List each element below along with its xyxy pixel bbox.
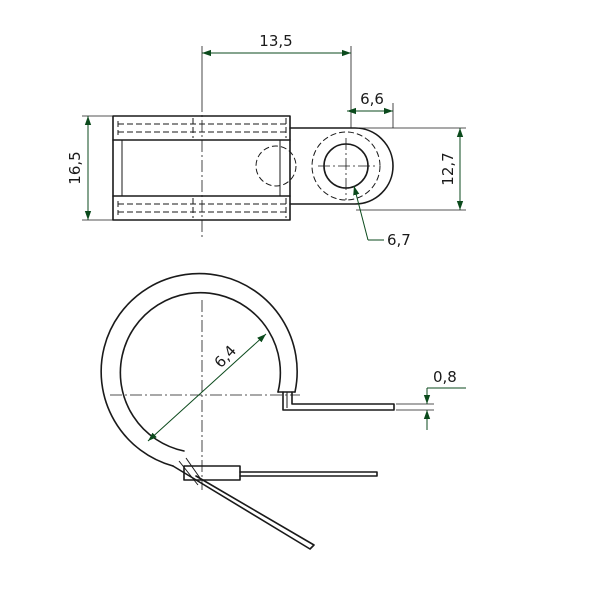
- dim-thickness-label: 0,8: [433, 368, 457, 386]
- dim-hole-dia-label: 6,7: [387, 231, 411, 249]
- dim-inner-radius: [147, 333, 267, 442]
- dim-inner-radius-label: 6,4: [211, 342, 240, 372]
- clamp-ring-outer: [100, 272, 298, 467]
- dim-height-tab-label: 12,7: [439, 152, 457, 185]
- dim-width-top-label: 13,5: [259, 32, 292, 50]
- band-outline: [112, 115, 291, 221]
- side-view: 6,4 0,8: [100, 272, 466, 550]
- dim-hole-span-label: 6,6: [360, 90, 384, 108]
- tab-outline: [289, 127, 394, 205]
- hidden-relief: [311, 131, 381, 201]
- upper-flange: [282, 391, 395, 411]
- open-tail: [172, 465, 315, 550]
- top-view: 13,5 6,6 12,7 16,5 6,7: [66, 32, 466, 249]
- dim-height-total-label: 16,5: [66, 151, 84, 184]
- clamp-ring-inner: [119, 291, 282, 452]
- lower-strap: [239, 471, 378, 477]
- tail-edge: [185, 457, 201, 479]
- tail-edge: [178, 460, 199, 486]
- hidden-hole: [255, 145, 297, 187]
- leader-hole: [353, 185, 369, 241]
